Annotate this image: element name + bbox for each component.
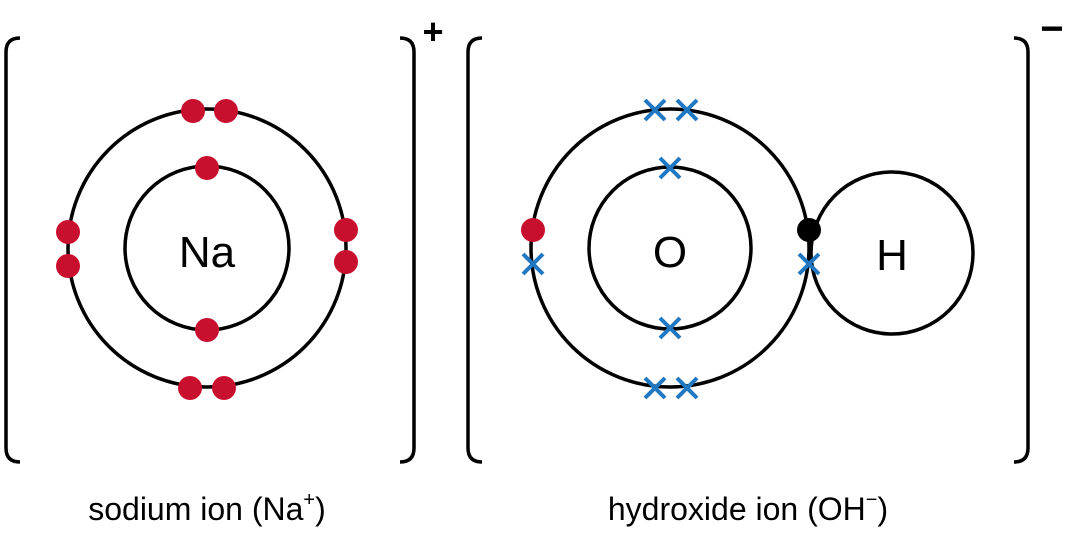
hydroxide-charge: − (1040, 7, 1063, 51)
cross-electron (643, 98, 667, 122)
electron (195, 156, 219, 180)
left-bracket-sodium (4, 36, 21, 464)
sodium-outer-shell (66, 107, 348, 389)
cross-electron (797, 252, 821, 276)
sodium-caption: sodium ion (Na+) (88, 489, 326, 527)
right-bracket-hydroxide (1013, 36, 1030, 464)
electron (214, 99, 238, 123)
oxygen-outer-shell (529, 107, 811, 389)
hydrogen-shell (809, 170, 975, 336)
sodium-caption-main: sodium ion (Na (88, 491, 303, 527)
hydroxide-caption: hydroxide ion (OH−) (608, 489, 888, 527)
electron (56, 220, 80, 244)
cross-electron (675, 98, 699, 122)
left-bracket-hydroxide (466, 36, 483, 464)
sodium-symbol: Na (179, 228, 236, 277)
hydroxide-caption-end: ) (877, 491, 888, 527)
gained-electron (521, 218, 545, 242)
cross-electron (675, 376, 699, 400)
cross-electron (643, 376, 667, 400)
electron (178, 376, 202, 400)
electron (195, 318, 219, 342)
sodium-charge: + (422, 11, 443, 52)
right-bracket-sodium (399, 36, 416, 464)
hydroxide-caption-sup: − (866, 489, 878, 511)
electron (212, 376, 236, 400)
hydrogen-symbol: H (876, 231, 908, 280)
cross-electron (658, 156, 682, 180)
cross-electron (658, 316, 682, 340)
sodium-caption-sup: + (303, 489, 315, 511)
hydrogen-electron (797, 218, 821, 242)
electron (56, 254, 80, 278)
sodium-electrons (56, 99, 358, 400)
cross-electron (521, 252, 545, 276)
electron (334, 250, 358, 274)
electron (334, 218, 358, 242)
sodium-caption-end: ) (315, 491, 326, 527)
oxygen-symbol: O (653, 228, 687, 277)
hydroxide-caption-main: hydroxide ion (OH (608, 491, 866, 527)
electron (181, 99, 205, 123)
oxygen-electrons (521, 98, 821, 400)
